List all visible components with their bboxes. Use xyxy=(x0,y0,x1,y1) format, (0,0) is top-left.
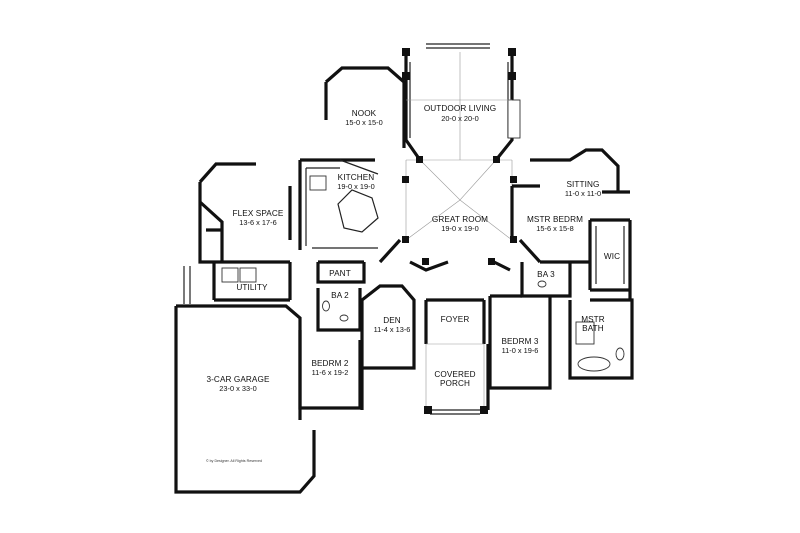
room-label-kitchen: KITCHEN xyxy=(338,173,375,182)
room-label-covered-porch-2: PORCH xyxy=(440,379,470,388)
pillar xyxy=(493,156,500,163)
dryer xyxy=(239,267,257,283)
room-label-mstr-bedrm: MSTR BEDRM xyxy=(527,215,583,224)
room-dim-outdoor-living: 20-0 x 20-0 xyxy=(441,114,478,123)
garage-walls xyxy=(174,304,316,494)
flex-space-walls xyxy=(198,162,292,264)
room-label-ba3: BA 3 xyxy=(537,270,555,279)
ba2-walls xyxy=(316,288,362,332)
porch-walls xyxy=(360,344,490,410)
room-dim-den: 11-4 x 13-6 xyxy=(374,325,411,334)
pillar xyxy=(510,236,517,243)
fixture-layer xyxy=(221,175,625,372)
pillar xyxy=(402,236,409,243)
room-dim-bedrm2: 11-6 x 19-2 xyxy=(312,368,349,377)
great-room-walls xyxy=(378,238,542,272)
pillar xyxy=(416,156,423,163)
bedrm3-walls xyxy=(488,294,552,390)
room-label-pant: PANT xyxy=(329,269,351,278)
outdoor-living-rail xyxy=(409,43,509,138)
room-dim-great-room: 19-0 x 19-0 xyxy=(441,224,478,233)
room-label-ba2: BA 2 xyxy=(331,291,349,300)
great-room-guides xyxy=(405,52,513,241)
ba3-walls xyxy=(520,262,572,298)
pillar xyxy=(402,48,410,56)
room-label-nook: NOOK xyxy=(352,109,377,118)
sink xyxy=(339,314,349,322)
wall-layer xyxy=(174,43,634,494)
kitchen-island xyxy=(337,189,379,233)
room-label-wic: WIC xyxy=(604,252,620,261)
pillar xyxy=(422,258,429,265)
room-label-bedrm2: BEDRM 2 xyxy=(311,359,348,368)
flex-closet xyxy=(198,200,224,262)
room-label-mstr-bath-2: BATH xyxy=(582,324,604,333)
room-dim-sitting: 11-0 x 11-0 xyxy=(565,189,601,198)
range xyxy=(309,175,327,191)
fireplace xyxy=(507,99,521,139)
room-labels: OUTDOOR LIVING 20-0 x 20-0 NOOK 15-0 x 1… xyxy=(206,104,620,463)
room-dim-mstr-bedrm: 15-6 x 15-8 xyxy=(536,224,573,233)
pillar xyxy=(402,176,409,183)
room-label-outdoor-living: OUTDOOR LIVING xyxy=(424,104,496,113)
pillar xyxy=(480,406,488,414)
kitchen-walls xyxy=(298,158,375,250)
room-dim-kitchen: 19-0 x 19-0 xyxy=(337,182,374,191)
master-bath-walls xyxy=(548,296,634,380)
utility-walls xyxy=(212,262,292,302)
copyright-text: © by Designer. All Rights Reserved xyxy=(206,459,262,463)
master-bedroom-walls xyxy=(510,184,590,264)
nook-walls xyxy=(324,66,406,148)
room-label-foyer: FOYER xyxy=(441,315,470,324)
room-label-garage: 3-CAR GARAGE xyxy=(206,375,270,384)
room-label-sitting: SITTING xyxy=(567,180,600,189)
porch-steps xyxy=(426,409,484,415)
room-label-utility: UTILITY xyxy=(236,283,268,292)
room-label-mstr-bath: MSTR xyxy=(581,315,605,324)
room-dim-nook: 15-0 x 15-0 xyxy=(345,118,382,127)
pillar xyxy=(488,258,495,265)
porch-guides xyxy=(425,343,485,410)
pillar xyxy=(508,48,516,56)
room-dim-flex-space: 13-6 x 17-6 xyxy=(239,218,276,227)
toilet xyxy=(615,347,625,361)
pillar xyxy=(402,72,410,80)
washer xyxy=(221,267,239,283)
outdoor-living-walls xyxy=(404,52,514,161)
garage-steps xyxy=(183,266,191,304)
pillar-layer xyxy=(402,48,517,414)
pillar xyxy=(508,72,516,80)
wic-walls xyxy=(588,218,632,300)
foyer-walls xyxy=(424,298,486,344)
kitchen-counter xyxy=(305,159,379,249)
room-label-covered-porch: COVERED xyxy=(434,370,475,379)
room-dim-bedrm3: 11-0 x 19-6 xyxy=(502,346,539,355)
sitting-walls xyxy=(530,148,630,194)
room-label-great-room: GREAT ROOM xyxy=(432,215,488,224)
room-label-den: DEN xyxy=(383,316,401,325)
pantry-walls xyxy=(316,260,366,284)
toilet xyxy=(322,300,330,312)
pillar xyxy=(424,406,432,414)
wic-shelving xyxy=(595,226,625,284)
room-dim-garage: 23-0 x 33-0 xyxy=(219,384,256,393)
room-label-flex-space: FLEX SPACE xyxy=(233,209,284,218)
room-label-bedrm3: BEDRM 3 xyxy=(501,337,538,346)
pillar xyxy=(510,176,517,183)
sink xyxy=(537,280,547,288)
shower xyxy=(575,321,595,345)
bathtub xyxy=(577,356,611,372)
